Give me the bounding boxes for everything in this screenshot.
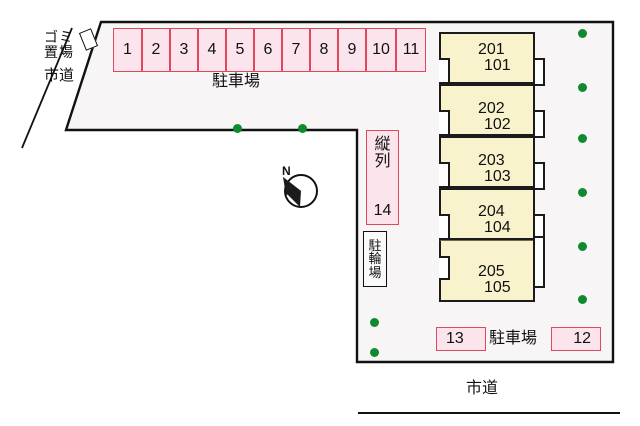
tree-marker — [233, 124, 242, 133]
stall-number: 1 — [123, 41, 132, 58]
parking-stall-9[interactable]: 9 — [338, 28, 366, 72]
unit-lower-number-3: 103 — [484, 168, 511, 185]
garbage-char-2: ミ — [59, 29, 73, 45]
garbage-label-col-1: ゴ 置 — [44, 30, 58, 60]
unit-lower-number-2: 102 — [484, 116, 511, 133]
parking-label-top: 駐車場 — [212, 73, 261, 90]
unit-balcony-3 — [533, 162, 545, 190]
bike-char-2: 輪 — [368, 251, 382, 267]
tree-marker — [370, 348, 379, 357]
unit-balcony-5 — [533, 236, 545, 288]
bike-char-3: 場 — [368, 264, 382, 280]
stall-number: 11 — [402, 41, 420, 58]
stall-number: 3 — [179, 41, 189, 58]
parking-stall-2[interactable]: 2 — [142, 28, 170, 72]
bike-char-1: 駐 — [368, 237, 382, 253]
unit-notch-3 — [439, 162, 450, 188]
stall-number: 9 — [347, 41, 357, 58]
unit-label-205-105: 205 105 — [478, 264, 511, 296]
tree-marker — [298, 124, 307, 133]
stall-number: 7 — [291, 41, 301, 58]
compass-north-icon: N — [282, 164, 318, 208]
unit-upper-number-5: 205 — [478, 263, 505, 280]
unit-upper-number-1: 201 — [478, 41, 505, 58]
garbage-label-col-2: ミ 場 — [59, 30, 73, 60]
unit-balcony-1 — [533, 58, 545, 86]
unit-label-201-101: 201 101 — [478, 42, 511, 74]
bicycle-parking-area[interactable]: 駐 輪 場 — [363, 231, 387, 287]
garbage-char-1: ゴ — [44, 29, 58, 45]
tree-marker — [370, 318, 379, 327]
unit-upper-number-4: 204 — [478, 203, 505, 220]
stall-number: 12 — [573, 330, 591, 347]
lot-boundary-line — [64, 20, 615, 364]
unit-lower-number-4: 104 — [484, 219, 511, 236]
city-road-left-edge — [21, 27, 73, 149]
city-road-label-left: 市道 — [44, 67, 75, 84]
stall-number: 13 — [446, 330, 464, 347]
stall-number: 8 — [319, 41, 329, 58]
unit-notch-1 — [439, 58, 450, 84]
city-road-label-bottom: 市道 — [466, 380, 499, 397]
tandem-parking-stall-14[interactable]: 縦 列 14 — [366, 130, 399, 225]
tree-marker — [578, 295, 587, 304]
parking-stall-10[interactable]: 10 — [366, 28, 396, 72]
tandem-char-2: 列 — [374, 152, 391, 170]
tree-marker — [578, 188, 587, 197]
garbage-char-3: 置 — [44, 43, 58, 60]
parking-stall-5[interactable]: 5 — [226, 28, 254, 72]
compass-needle-light — [287, 191, 301, 207]
parking-stall-11[interactable]: 11 — [396, 28, 426, 72]
tree-marker — [578, 242, 587, 251]
tree-marker — [578, 29, 587, 38]
parking-stall-13[interactable]: 13 — [436, 327, 486, 351]
parking-stall-3[interactable]: 3 — [170, 28, 198, 72]
unit-lower-number-1: 101 — [484, 57, 511, 74]
building-unit-201-101[interactable] — [439, 32, 535, 84]
parking-stall-1[interactable]: 1 — [113, 28, 142, 72]
unit-balcony-2 — [533, 110, 545, 138]
parking-stall-7[interactable]: 7 — [282, 28, 310, 72]
stall-number: 5 — [235, 41, 245, 58]
unit-upper-number-3: 203 — [478, 152, 505, 169]
unit-notch-2 — [439, 110, 450, 136]
tree-marker — [578, 83, 587, 92]
parking-stall-4[interactable]: 4 — [198, 28, 226, 72]
stall-number: 4 — [207, 41, 217, 58]
unit-lower-number-5: 105 — [484, 279, 511, 296]
tree-marker — [578, 134, 587, 143]
unit-label-204-104: 204 104 — [478, 204, 511, 236]
parking-label-bottom: 駐車場 — [489, 330, 538, 347]
unit-notch-4 — [439, 214, 450, 240]
parking-stall-6[interactable]: 6 — [254, 28, 282, 72]
unit-label-203-103: 203 103 — [478, 153, 511, 185]
parking-stall-12[interactable]: 12 — [551, 327, 601, 351]
compass-north-label: N — [282, 164, 291, 178]
garbage-area-label: ゴ 置 ミ 場 — [44, 30, 73, 60]
tandem-number: 14 — [373, 202, 392, 219]
stall-number: 2 — [151, 41, 161, 58]
unit-notch-5 — [439, 256, 450, 280]
stall-number: 6 — [263, 41, 273, 58]
unit-upper-number-2: 202 — [478, 100, 505, 117]
parking-stall-8[interactable]: 8 — [310, 28, 338, 72]
building-unit-204-104[interactable] — [439, 188, 535, 240]
unit-label-202-102: 202 102 — [478, 101, 511, 133]
garbage-char-4: 場 — [59, 43, 73, 60]
stall-number: 10 — [372, 41, 390, 58]
tandem-char-1: 縦 — [374, 136, 391, 153]
compass-pointer — [283, 177, 301, 195]
